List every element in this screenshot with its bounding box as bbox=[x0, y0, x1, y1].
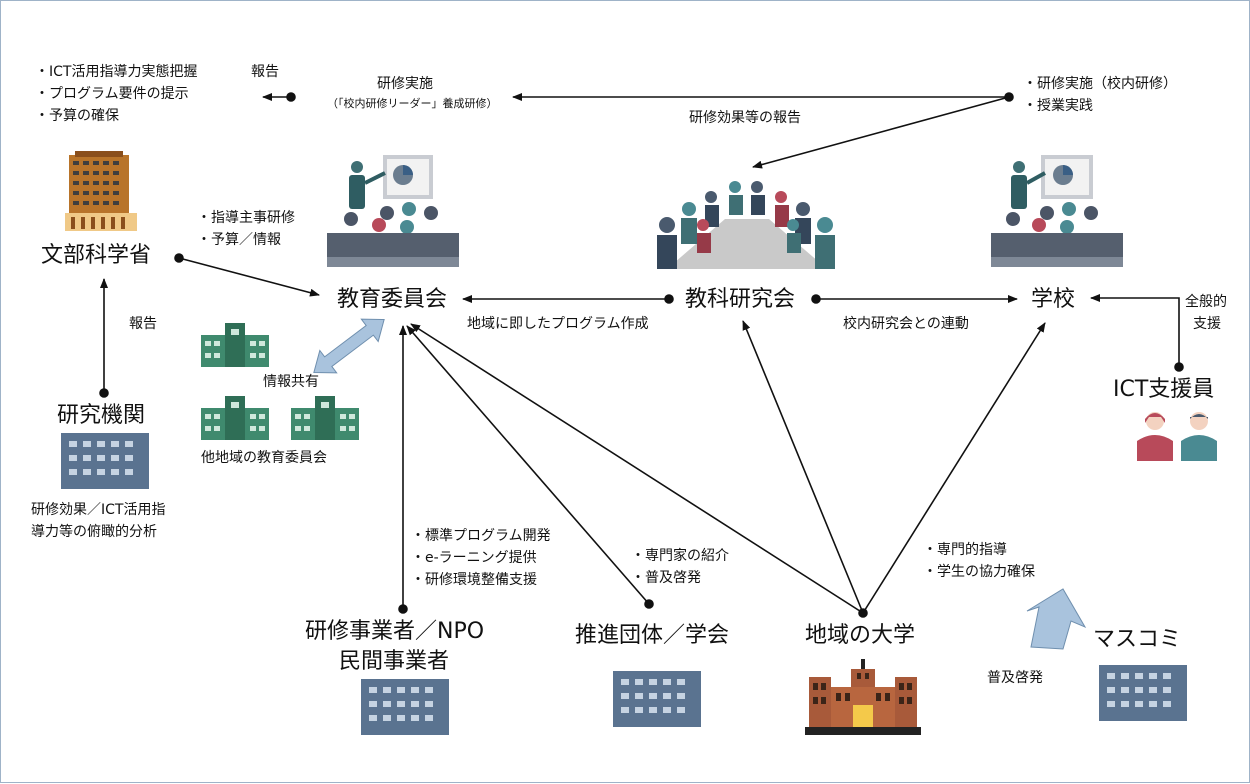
mext-task-2: ・プログラム要件の提示 bbox=[35, 86, 189, 102]
university-building-icon bbox=[805, 659, 921, 735]
company-task-3: ・研修環境整備支援 bbox=[411, 572, 537, 588]
node-university: 地域の大学 bbox=[805, 623, 916, 648]
school-building-icon bbox=[201, 396, 269, 440]
info-share-arrow bbox=[313, 318, 385, 374]
regional-program-label: 地域に即したプログラム作成 bbox=[467, 316, 649, 332]
analysis-line-2: 導力等の俯瞰的分析 bbox=[31, 524, 157, 540]
lecture-scene-icon bbox=[327, 155, 459, 267]
promotion-task-2: ・普及啓発 bbox=[631, 570, 701, 586]
mext-report-label: 報告 bbox=[251, 64, 279, 80]
office-building-icon bbox=[61, 433, 149, 489]
node-promotion-body: 推進団体／学会 bbox=[575, 623, 730, 648]
node-mass-media: マスコミ bbox=[1093, 627, 1182, 652]
company-task-2: ・e-ラーニング提供 bbox=[411, 550, 537, 566]
node-private-company: 民間事業者 bbox=[339, 649, 450, 674]
mext-task-1: ・ICT活用指導力実態把握 bbox=[35, 64, 198, 80]
school-task-1: ・研修実施（校内研修） bbox=[1023, 76, 1177, 92]
board-task-2: ・予算／情報 bbox=[197, 232, 281, 248]
general-support-2: 支援 bbox=[1193, 316, 1221, 332]
board-task-1: ・指導主事研修 bbox=[197, 210, 295, 226]
univ-task-1: ・専門的指導 bbox=[923, 542, 1007, 558]
research-report-label: 報告 bbox=[129, 316, 157, 332]
node-training-company: 研修事業者／NPO bbox=[305, 619, 485, 644]
company-task-1: ・標準プログラム開発 bbox=[411, 528, 551, 544]
training-impl-label: 研修実施 bbox=[377, 76, 433, 92]
office-building-icon bbox=[361, 679, 449, 735]
media-task-label: 普及啓発 bbox=[987, 670, 1043, 686]
mext-task-3: ・予算の確保 bbox=[35, 108, 119, 124]
node-study-group: 教科研究会 bbox=[685, 287, 796, 312]
classroom-scene-icon bbox=[991, 155, 1123, 267]
school-link-label: 校内研究会との連動 bbox=[843, 316, 969, 332]
school-task-2: ・授業実践 bbox=[1023, 98, 1093, 114]
info-share-label: 情報共有 bbox=[263, 374, 319, 390]
node-board: 教育委員会 bbox=[337, 287, 448, 312]
leader-training-label: （「校内研修リーダー」養成研修） bbox=[327, 97, 498, 110]
people-icon bbox=[1137, 412, 1217, 461]
node-research-inst: 研究機関 bbox=[57, 403, 146, 428]
office-building-icon bbox=[613, 671, 701, 727]
school-building-icon bbox=[201, 323, 269, 367]
node-school: 学校 bbox=[1031, 287, 1076, 312]
node-ict-support: ICT支援員 bbox=[1113, 377, 1215, 402]
effect-report-label: 研修効果等の報告 bbox=[689, 110, 801, 126]
general-support-1: 全般的 bbox=[1185, 294, 1227, 310]
node-mext: 文部科学省 bbox=[41, 243, 152, 268]
meeting-scene-icon bbox=[657, 181, 835, 269]
analysis-line-1: 研修効果／ICT活用指 bbox=[31, 502, 166, 518]
ministry-building-icon bbox=[65, 151, 137, 231]
other-boards-label: 他地域の教育委員会 bbox=[201, 450, 327, 466]
office-building-icon bbox=[1099, 665, 1187, 721]
promotion-task-1: ・専門家の紹介 bbox=[631, 548, 729, 564]
univ-task-2: ・学生の協力確保 bbox=[923, 564, 1035, 580]
broadcast-arrow-icon bbox=[1026, 588, 1087, 650]
school-building-icon bbox=[291, 396, 359, 440]
